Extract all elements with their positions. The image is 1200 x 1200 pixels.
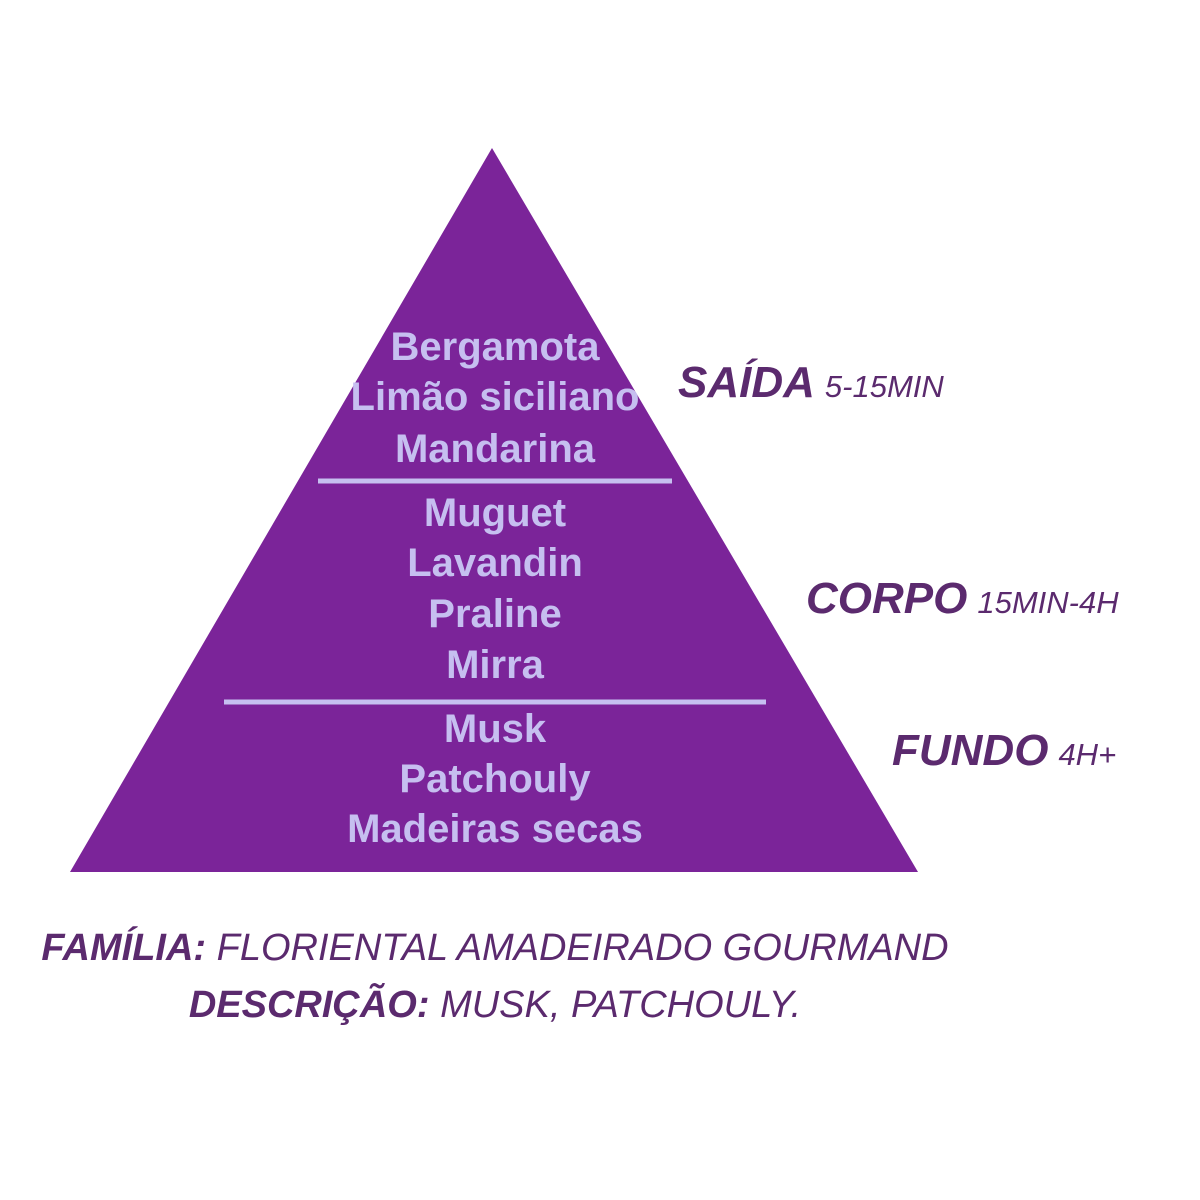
heart-note-1: Muguet bbox=[423, 491, 567, 535]
tier-name: FUNDO bbox=[892, 726, 1049, 775]
tier-time: 4H+ bbox=[1058, 737, 1117, 772]
base-note-2: Patchouly bbox=[399, 757, 591, 801]
tier-name: CORPO bbox=[806, 574, 968, 623]
family-value: FLORIENTAL AMADEIRADO GOURMAND bbox=[216, 927, 949, 969]
tier-name: SAÍDA bbox=[678, 358, 815, 407]
tier-time: 5-15MIN bbox=[824, 369, 944, 404]
top-note-3: Mandarina bbox=[394, 427, 596, 471]
family-label: FAMÍLIA: bbox=[41, 927, 207, 969]
base-note-3: Madeiras secas bbox=[347, 807, 643, 851]
tier-label-fundo: FUNDO 4H+ bbox=[892, 726, 1116, 776]
tier-label-corpo: CORPO 15MIN-4H bbox=[806, 574, 1119, 624]
tier-time: 15MIN-4H bbox=[977, 585, 1119, 620]
tier-label-saida: SAÍDA 5-15MIN bbox=[678, 358, 944, 408]
heart-note-4: Mirra bbox=[446, 643, 544, 687]
family-line: FAMÍLIA: FLORIENTAL AMADEIRADO GOURMAND bbox=[0, 927, 990, 970]
top-note-1: Bergamota bbox=[390, 325, 600, 369]
heart-note-2: Lavandin bbox=[407, 541, 583, 585]
heart-note-3: Praline bbox=[428, 592, 562, 636]
description-line: DESCRIÇÃO: MUSK, PATCHOULY. bbox=[0, 984, 990, 1027]
description-label: DESCRIÇÃO: bbox=[188, 984, 430, 1026]
top-note-2: Limão siciliano bbox=[350, 375, 640, 419]
pyramid-shape bbox=[70, 148, 918, 872]
description-value: MUSK, PATCHOULY. bbox=[440, 984, 802, 1026]
base-note-1: Musk bbox=[443, 707, 547, 751]
